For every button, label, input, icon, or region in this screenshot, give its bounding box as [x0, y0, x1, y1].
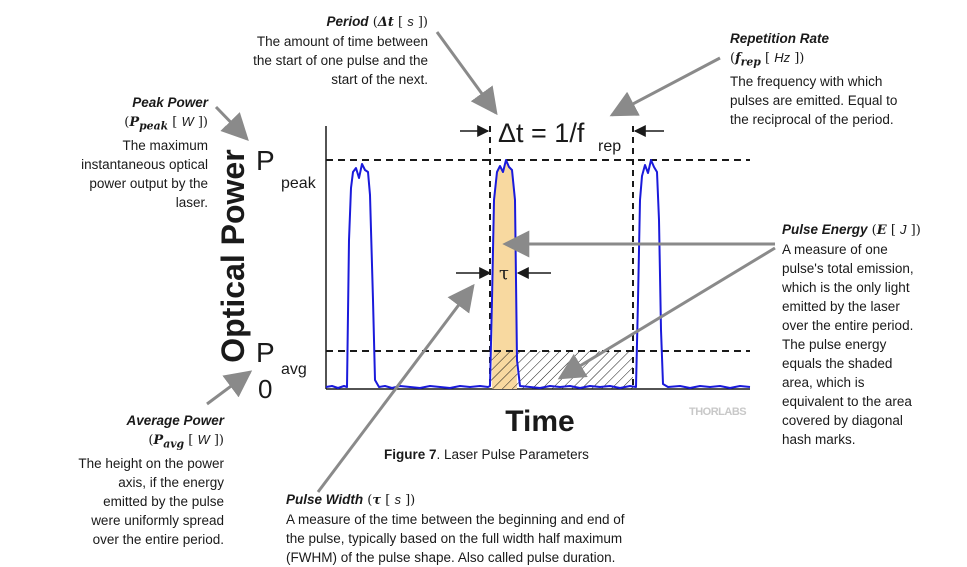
x-axis-title: Time: [505, 405, 574, 438]
pulse-energy-title: Pulse Energy: [782, 222, 868, 237]
pulse-energy-unit: J: [900, 222, 907, 237]
rep-rate-line: pulses are emitted. Equal to: [730, 92, 898, 108]
period-equation-sub: rep: [598, 138, 621, 155]
figure-caption: Figure 7. Laser Pulse Parameters: [384, 445, 684, 464]
thorlabs-logo: THORLABS: [689, 406, 746, 418]
peak-power-callout: Peak Power (Ppeak [ W ]) The maximum ins…: [40, 93, 208, 212]
pulse-width-line: A measure of the time between the beginn…: [286, 512, 625, 527]
energy-callout-arrow-2: [557, 246, 776, 380]
period-callout: Period (Δt [ s ]) The amount of time bet…: [200, 12, 428, 89]
pulse-energy-line: A measure of one: [782, 242, 888, 257]
pulse-width-line: the pulse, typically based on the full w…: [286, 531, 623, 546]
tick-p-avg: P: [256, 337, 275, 368]
pulse-energy-symbol: E: [876, 223, 887, 238]
period-heading: Period (Δt [ s ]): [326, 14, 428, 30]
pulse-energy-line: The pulse energy: [782, 337, 887, 352]
peak-power-line: power output by the: [89, 175, 208, 191]
rep-rate-title: Repetition Rate: [730, 31, 830, 46]
pulse-energy-line: which is the only light: [782, 280, 910, 295]
avg-power-line: axis, if the energy: [118, 474, 224, 490]
pulse-energy-line: area, which is: [782, 375, 865, 390]
pulse-width-callout: Pulse Width (τ [ s ]) A measure of the t…: [286, 490, 706, 567]
rep-rate-symbol: f: [735, 51, 741, 66]
rep-rate-line: The frequency with which: [730, 73, 883, 89]
rep-rate-symbol-line: (frep [ Hz ]): [730, 50, 805, 69]
period-line: the start of one pulse and the: [253, 53, 428, 68]
avg-callout-arrow: [206, 370, 253, 406]
period-symbol: Δt: [377, 15, 394, 30]
avg-power-unit: W: [197, 432, 210, 447]
avg-power-symbol: P: [153, 433, 164, 448]
pulse-width-title: Pulse Width: [286, 492, 364, 507]
pulse-energy-fill: [492, 160, 517, 389]
hatched-area: [490, 351, 633, 389]
tau-label: τ: [499, 263, 509, 284]
peak-callout-arrow: [214, 105, 249, 141]
avg-power-line: emitted by the pulse: [103, 493, 224, 509]
period-unit: s: [407, 14, 414, 29]
period-title: Period: [326, 14, 369, 29]
tick-zero: 0: [258, 374, 272, 404]
tick-avg-sub: avg: [281, 361, 307, 378]
peak-power-symbol-line: (Ppeak [ W ]): [124, 114, 208, 133]
pulse-energy-line: equals the shaded: [782, 356, 893, 371]
pulse-energy-line: emitted by the laser: [782, 299, 900, 314]
period-line: start of the next.: [331, 72, 428, 87]
peak-power-title: Peak Power: [132, 95, 208, 110]
pulse-width-heading: Pulse Width (τ [ s ]): [286, 492, 416, 508]
pulse-energy-callout: Pulse Energy (E [ J ]) A measure of one …: [782, 220, 962, 449]
peak-power-unit: W: [181, 114, 194, 129]
pulse-width-unit: s: [394, 492, 401, 507]
rep-rate-unit: Hz: [774, 50, 791, 65]
avg-power-line: were uniformly spread: [91, 512, 224, 528]
peak-power-symbol: P: [129, 115, 140, 130]
peak-power-line: laser.: [175, 194, 208, 210]
figure-caption-label: Figure 7: [384, 447, 437, 462]
rep-rate-callout: Repetition Rate (frep [ Hz ]) The freque…: [730, 29, 960, 129]
avg-power-callout: Average Power (Pavg [ W ]) The height on…: [20, 411, 224, 549]
avg-power-title: Average Power: [126, 413, 224, 428]
period-line: The amount of time between: [256, 34, 428, 49]
peak-power-line: instantaneous optical: [81, 156, 208, 172]
pulse-energy-line: over the entire period.: [782, 318, 914, 333]
pulse-energy-line: pulse's total emission,: [782, 261, 914, 276]
pulse-signal: [325, 159, 751, 389]
figure-caption-text: . Laser Pulse Parameters: [436, 447, 589, 462]
pulse-energy-line: hash marks.: [782, 432, 856, 447]
tick-p-peak: P: [256, 145, 275, 176]
pulse-width-callout-arrow: [316, 283, 475, 493]
period-equation: Δt = 1/f: [498, 118, 585, 148]
pulse-energy-line: equivalent to the area: [782, 394, 912, 409]
avg-power-line: The height on the power: [78, 455, 224, 471]
pulse-width-line: (FWHM) of the pulse shape. Also called p…: [286, 550, 616, 565]
tick-peak-sub: peak: [281, 175, 317, 192]
period-callout-arrow: [435, 31, 498, 116]
rep-rate-callout-arrow: [609, 56, 721, 117]
avg-power-symbol-line: (Pavg [ W ]): [148, 432, 224, 451]
peak-power-line: The maximum: [122, 137, 208, 153]
pulse-width-symbol: τ: [372, 493, 382, 508]
avg-power-line: over the entire period.: [92, 531, 224, 547]
pulse-energy-line: covered by diagonal: [782, 413, 903, 428]
rep-rate-line: the reciprocal of the period.: [730, 111, 894, 127]
pulse-energy-heading: Pulse Energy (E [ J ]): [782, 222, 921, 238]
y-axis-title: Optical Power: [215, 149, 251, 362]
